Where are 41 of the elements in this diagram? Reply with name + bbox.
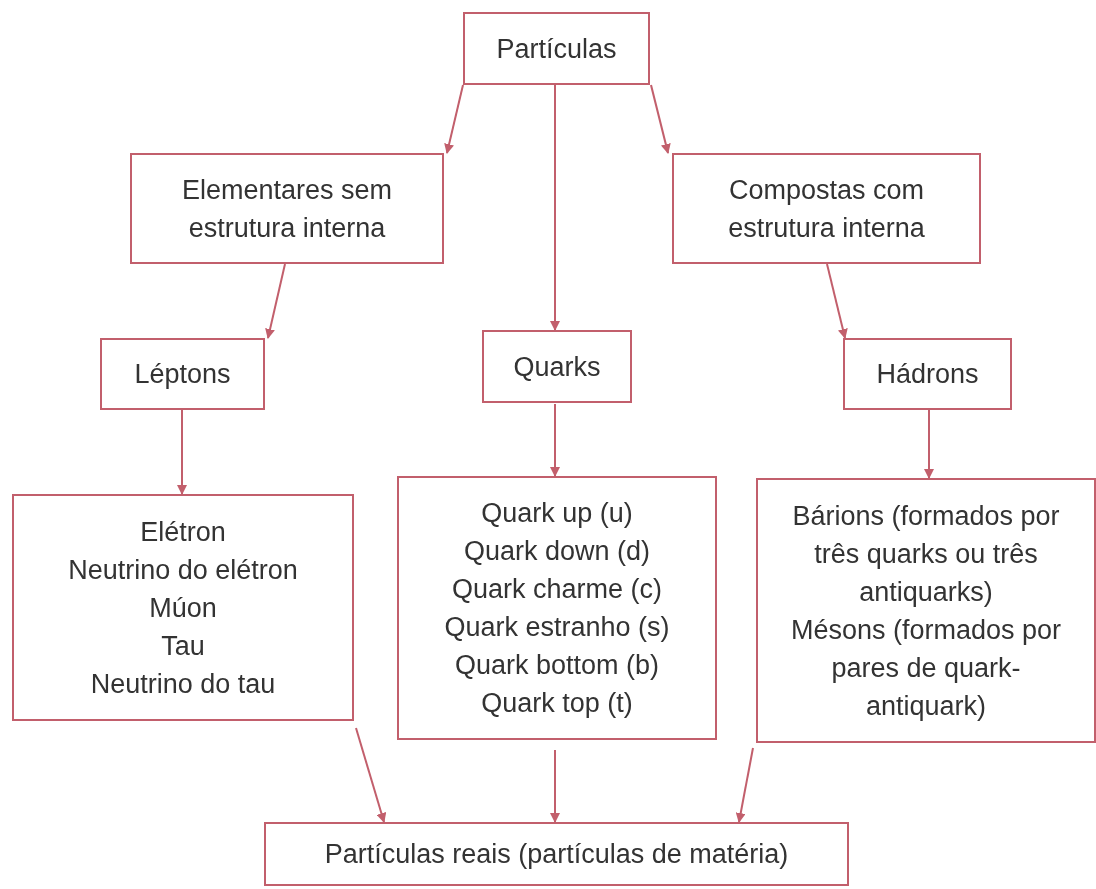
node-text: Bárions (formados por três quarks ou três antiquarks): [791, 499, 1061, 609]
node-text: Léptons: [134, 358, 231, 391]
node-text: Quark bottom (b): [454, 649, 660, 682]
node-text: Hádrons: [876, 358, 979, 391]
list-box: [397, 476, 717, 740]
node-text: Partículas reais (partículas de matéria): [324, 838, 789, 871]
category-box: [463, 12, 650, 85]
node-text: Quarks: [513, 350, 601, 384]
category-box: [672, 153, 981, 264]
arrow: [735, 747, 754, 823]
category-box: [843, 338, 1012, 410]
node-text: Partículas: [496, 32, 617, 66]
node-text: Mésons (formados por pares de quark-antiquark): [789, 613, 1063, 723]
node-text: Elétron: [140, 515, 226, 549]
list-box: [12, 494, 354, 721]
arrow: [265, 263, 286, 339]
node-text: Compostas com estrutura interna: [727, 173, 926, 245]
arrow: [650, 84, 671, 154]
arrow: [444, 84, 464, 154]
node-text: Quark up (u): [481, 497, 633, 530]
arrow: [924, 409, 934, 479]
node-text: Elementares sem estrutura interna: [180, 173, 394, 245]
list-box: [756, 478, 1096, 743]
arrow: [826, 263, 848, 339]
category-box: [100, 338, 265, 410]
node-text: Quark down (d): [463, 535, 651, 568]
node-text: Quark estranho (s): [444, 611, 670, 644]
node-text: Tau: [161, 629, 205, 663]
arrow: [550, 749, 560, 823]
arrow: [550, 403, 560, 477]
arrow: [355, 727, 387, 823]
node-text: Neutrino do elétron: [68, 553, 298, 587]
node-text: Múon: [149, 591, 217, 625]
result-box: [264, 822, 849, 886]
node-text: Neutrino do tau: [90, 667, 276, 701]
category-box: [482, 330, 632, 403]
node-text: Quark charme (c): [451, 573, 662, 606]
category-box: [130, 153, 444, 264]
arrow: [550, 84, 560, 331]
arrow: [177, 409, 187, 495]
node-text: Quark top (t): [481, 687, 633, 720]
